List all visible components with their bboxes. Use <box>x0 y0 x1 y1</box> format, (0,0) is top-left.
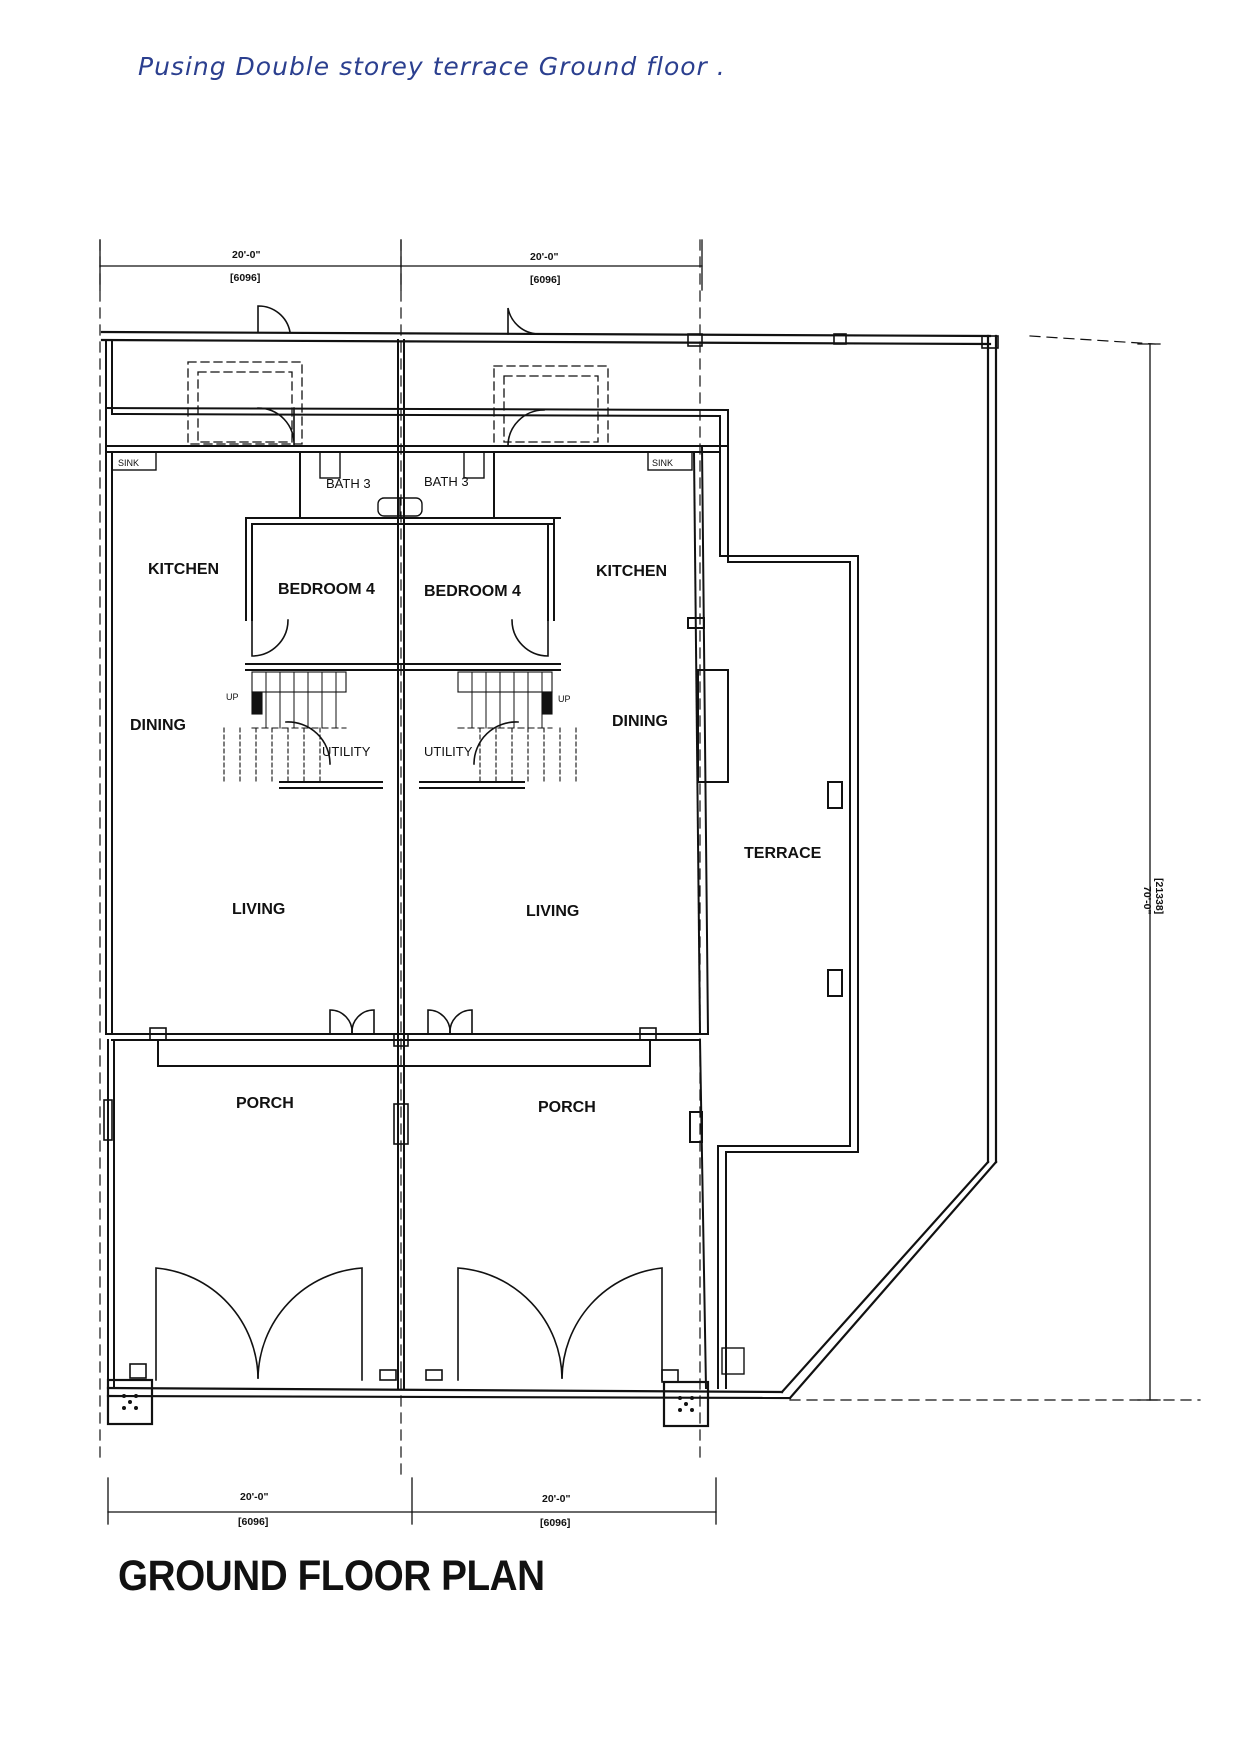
label-kitchen-right: KITCHEN <box>596 563 667 580</box>
dimension-labels: 20'-0" [6096] 20'-0" [6096] 20'-0" [6096… <box>230 249 1165 1529</box>
right-dimension-line <box>1137 343 1161 1401</box>
label-sink-left: SINK <box>118 458 139 468</box>
label-terrace: TERRACE <box>744 845 822 862</box>
columns <box>103 333 999 1428</box>
label-bedroom-left: BEDROOM 4 <box>278 581 375 598</box>
label-dining-left: DINING <box>130 717 186 734</box>
label-sink-right: SINK <box>652 458 673 468</box>
label-dining-right: DINING <box>612 713 668 730</box>
staircases <box>223 671 577 783</box>
label-utility-right: UTILITY <box>424 744 473 759</box>
plan-title: GROUND FLOOR PLAN <box>118 1552 545 1600</box>
label-bath-right: BATH 3 <box>424 474 469 489</box>
bottom-dimension-line <box>107 1477 717 1525</box>
boundary-walls <box>100 330 998 1400</box>
label-bath-left: BATH 3 <box>326 476 371 491</box>
dim-depth-ft: 70'-0" <box>1141 886 1153 915</box>
dim-bottom-left-mm: [6096] <box>238 1516 268 1528</box>
dim-top-right-ft: 20'-0" <box>530 251 559 263</box>
house-walls <box>104 339 859 1390</box>
door-swings <box>155 305 663 1381</box>
room-labels: KITCHEN KITCHEN BEDROOM 4 BEDROOM 4 DINI… <box>118 458 822 1116</box>
label-up-right: UP <box>558 694 571 704</box>
dim-bottom-right-mm: [6096] <box>540 1517 570 1529</box>
label-porch-left: PORCH <box>236 1095 294 1112</box>
rear-projection <box>187 361 609 447</box>
dim-top-left-ft: 20'-0" <box>232 249 261 261</box>
label-living-left: LIVING <box>232 901 285 918</box>
label-kitchen-left: KITCHEN <box>148 561 219 578</box>
label-porch-right: PORCH <box>538 1099 596 1116</box>
label-up-left: UP <box>226 692 239 702</box>
label-utility-left: UTILITY <box>322 744 371 759</box>
fixtures <box>111 451 693 517</box>
dim-top-left-mm: [6096] <box>230 272 260 284</box>
dim-depth-mm: [21338] <box>1153 878 1165 914</box>
grid-lines <box>99 239 1201 1481</box>
dim-bottom-left-ft: 20'-0" <box>240 1491 269 1503</box>
handwritten-note: Pusing Double storey terrace Ground floo… <box>138 52 726 81</box>
label-living-right: LIVING <box>526 903 579 920</box>
label-bedroom-right: BEDROOM 4 <box>424 583 521 600</box>
dim-bottom-right-ft: 20'-0" <box>542 1493 571 1505</box>
post-dots <box>122 1394 694 1412</box>
dim-top-right-mm: [6096] <box>530 274 560 286</box>
